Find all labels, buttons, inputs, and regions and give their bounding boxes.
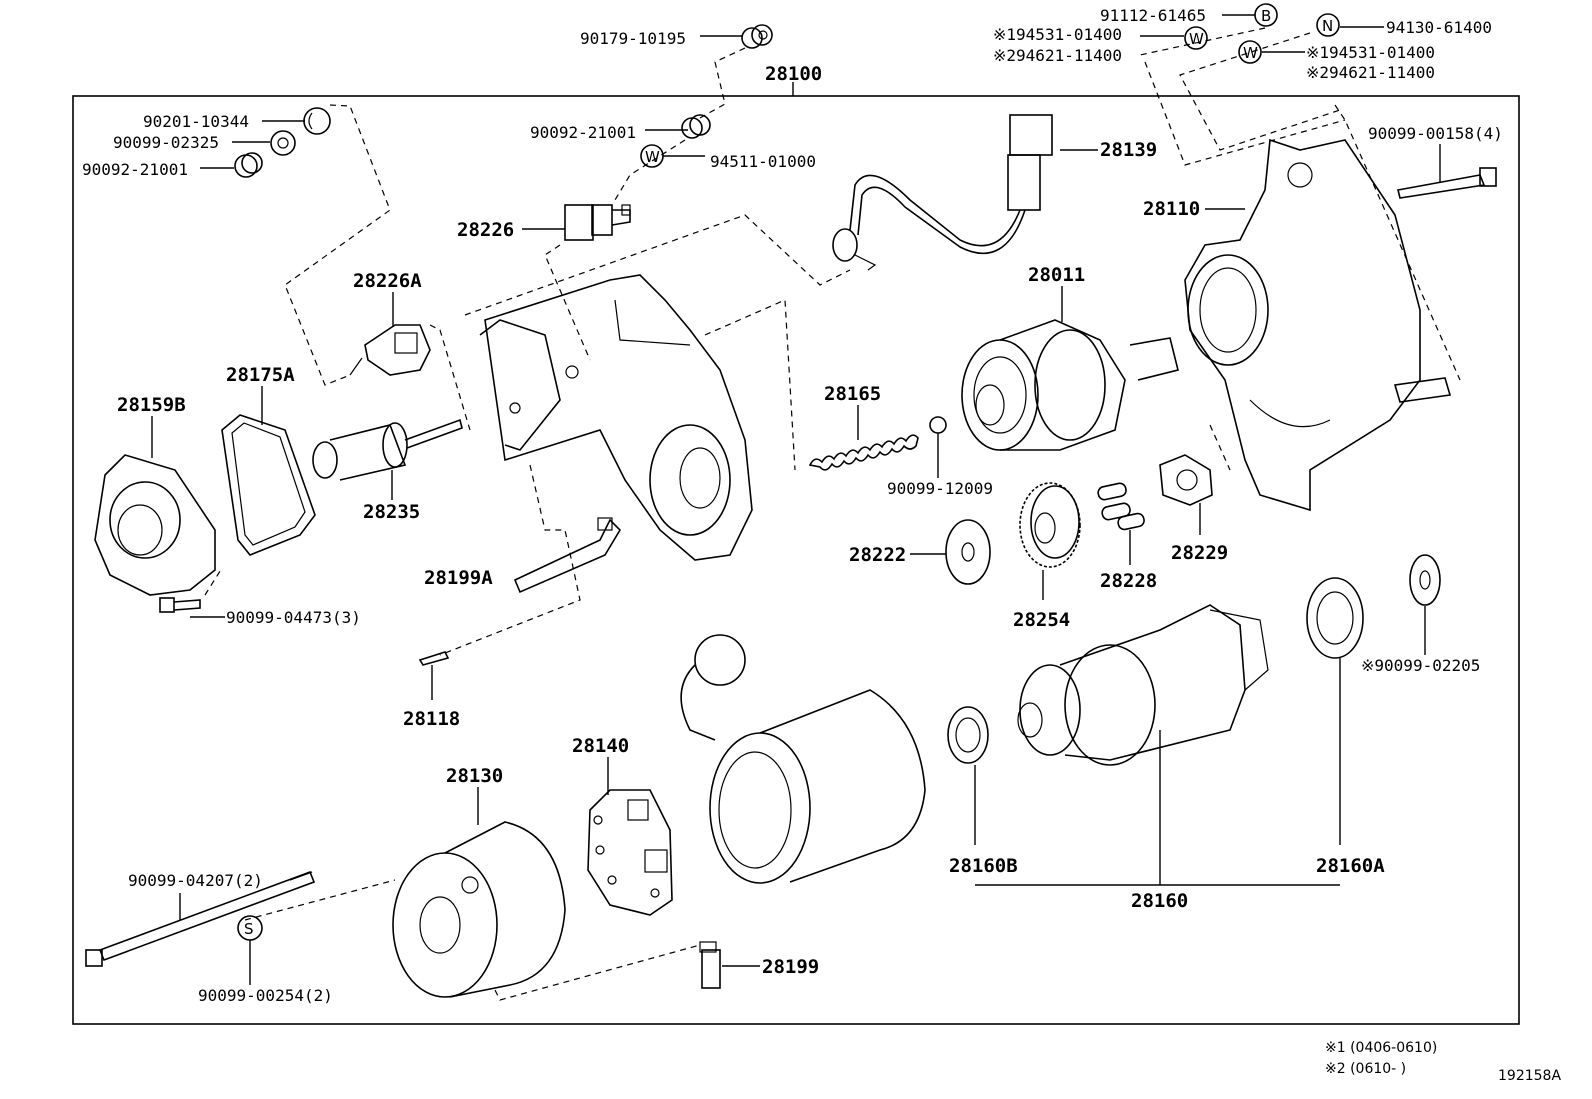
gasket-28175A-part	[221, 414, 316, 556]
plunger-28235-part	[312, 418, 463, 481]
bolt-90099-04207-part	[85, 870, 316, 967]
label-28140: 28140	[572, 735, 629, 757]
assembly-frame	[72, 95, 1520, 1025]
symbol-w2: W	[645, 148, 660, 166]
label-90099-00158: 90099-00158(4)	[1368, 124, 1503, 143]
label-28118: 28118	[403, 708, 460, 730]
end-cover-28130-part	[392, 821, 566, 998]
label-90179-10195: 90179-10195	[580, 29, 686, 48]
label-28199: 28199	[762, 956, 819, 978]
rollers-28228-part	[1097, 482, 1145, 531]
bolt-90099-00158-part	[1397, 167, 1497, 199]
label-90099-00254: 90099-00254(2)	[198, 986, 333, 1005]
label-28226: 28226	[457, 219, 514, 241]
wire-28199A-part	[513, 517, 622, 594]
diagram-id: 192158A	[1498, 1068, 1561, 1084]
label-94621-11400-b: ※294621-11400	[1306, 63, 1435, 82]
label-94621-11400-a: ※294621-11400	[993, 46, 1122, 65]
label-28130: 28130	[446, 765, 503, 787]
label-90099-02325: 90099-02325	[113, 133, 219, 152]
label-28160: 28160	[1131, 890, 1188, 912]
label-90099-04473: 90099-04473(3)	[226, 608, 361, 627]
pin-28118-part	[418, 651, 450, 666]
terminal-28199-part	[699, 941, 721, 989]
symbol-w1: W	[1189, 30, 1204, 48]
label-28165: 28165	[824, 383, 881, 405]
label-28110: 28110	[1143, 198, 1200, 220]
nut-90179-10195-part	[741, 24, 773, 49]
label-28199A: 28199A	[424, 567, 493, 589]
bolt-90099-04473-part	[159, 597, 201, 613]
label-90099-04207: 90099-04207(2)	[128, 871, 263, 890]
symbol-n: N	[1322, 17, 1333, 35]
symbol-b: B	[1261, 7, 1271, 25]
washer-28222-part	[945, 519, 991, 585]
label-90092-21001-a: 90092-21001	[82, 160, 188, 179]
label-28228: 28228	[1100, 570, 1157, 592]
housing-28110-part	[1184, 138, 1452, 512]
ball-90099-12009-part	[929, 416, 947, 434]
label-28139: 28139	[1100, 139, 1157, 161]
label-90099-12009: 90099-12009	[887, 479, 993, 498]
label-28222: 28222	[849, 544, 906, 566]
symbol-s: S	[244, 920, 254, 938]
label-28160B: 28160B	[949, 855, 1018, 877]
housing-main-part	[479, 274, 753, 561]
bearing-28160A-part	[1306, 577, 1364, 659]
label-94511-01000: 94511-01000	[710, 152, 816, 171]
brush-holder-28140-part	[587, 789, 673, 916]
label-28159B: 28159B	[117, 394, 186, 416]
note-2: ※2 (0610- )	[1325, 1061, 1406, 1077]
switch-28226A-part	[349, 324, 431, 376]
armature-28160-part	[1017, 604, 1269, 766]
bearing-28160B-part	[947, 706, 989, 764]
symbol-w3: W	[1243, 44, 1258, 62]
label-28229: 28229	[1171, 542, 1228, 564]
label-90099-02205: ※90099-02205	[1361, 656, 1480, 675]
label-91112-61465: 91112-61465	[1100, 6, 1206, 25]
terminal-28226-part	[564, 204, 631, 241]
spring-28165-part	[808, 434, 919, 471]
yoke-part	[680, 634, 926, 884]
label-assembly-28100: 28100	[765, 63, 822, 85]
label-28235: 28235	[363, 501, 420, 523]
label-94531-01400-a: ※194531-01400	[993, 25, 1122, 44]
gear-28254-part	[1019, 482, 1081, 568]
washer-90099-02205-part	[1409, 554, 1441, 606]
label-28254: 28254	[1013, 609, 1070, 631]
label-28011: 28011	[1028, 264, 1085, 286]
label-28175A: 28175A	[226, 364, 295, 386]
clutch-28011-part	[961, 319, 1179, 451]
retainer-28229-part	[1159, 454, 1213, 506]
label-94531-01400-b: ※194531-01400	[1306, 43, 1435, 62]
label-90201-10344: 90201-10344	[143, 112, 249, 131]
label-28160A: 28160A	[1316, 855, 1385, 877]
label-28226A: 28226A	[353, 270, 422, 292]
lead-wire-28139-part	[832, 114, 1053, 271]
label-94130-61400: 94130-61400	[1386, 18, 1492, 37]
label-90092-21001-b: 90092-21001	[530, 123, 636, 142]
cover-28159B-part	[94, 454, 216, 596]
note-1: ※1 (0406-0610)	[1325, 1040, 1437, 1056]
